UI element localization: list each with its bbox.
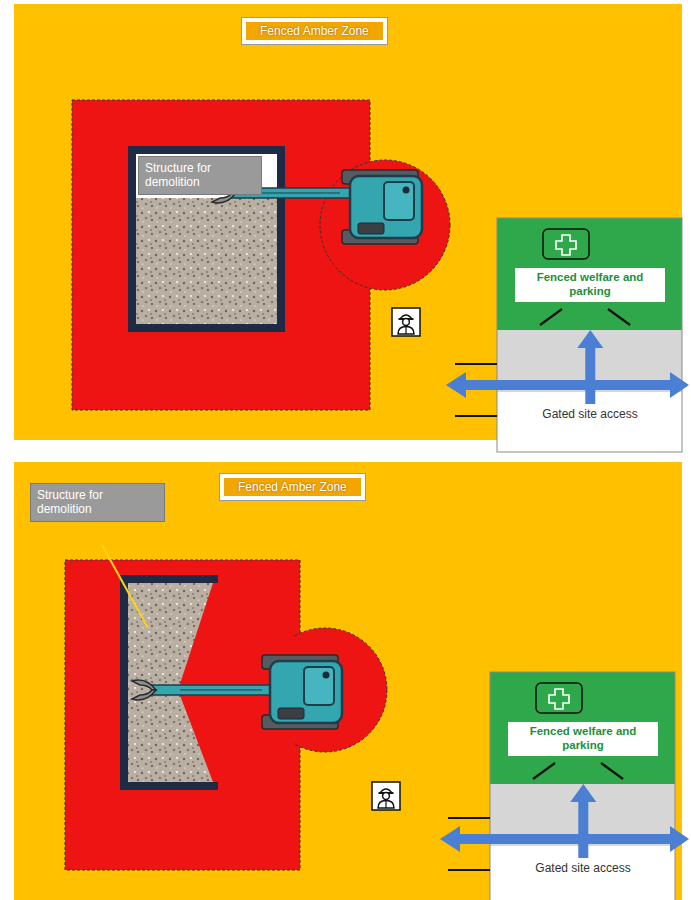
excavator: [132, 655, 342, 729]
amber-zone: Fenced Amber ZoneStructure for demolitio…: [14, 4, 682, 440]
worker-icon: [392, 308, 420, 336]
site-access-road: [440, 826, 689, 852]
excavator: [260, 193, 340, 194]
excavator: [152, 685, 270, 695]
leader-line: [102, 545, 148, 628]
worker-icon: [392, 308, 420, 336]
structure-block: [136, 154, 277, 198]
welfare-label: Fenced welfare and parking: [515, 268, 665, 302]
exclusion-zone: [72, 100, 450, 410]
gate-label: Gated site access: [535, 404, 645, 424]
gate-label: Gated site access: [528, 858, 638, 878]
excavator: [262, 655, 342, 729]
right-column: [455, 218, 682, 452]
right-column: [455, 218, 682, 452]
site-access-road: [440, 826, 689, 852]
welfare-area: Fenced welfare and parking: [497, 218, 682, 330]
site-access-road: [446, 372, 689, 398]
amber-zone: Fenced Amber ZoneStructure for demolitio…: [14, 462, 682, 900]
worker-icon: [372, 782, 400, 810]
zone-title: Fenced Amber Zone: [220, 474, 365, 500]
structure-block: [128, 583, 213, 782]
structure-block: [136, 198, 277, 324]
demolition-structure: Structure for demolition: [120, 575, 218, 790]
site-access-gate: Gated site access: [535, 404, 645, 424]
structure-block: [120, 575, 218, 790]
right-column: [448, 672, 675, 900]
structure-block: [128, 146, 285, 332]
exclusion-zone: [320, 160, 450, 290]
structure-label: Structure for demolition: [138, 156, 262, 195]
site-access-gate: Gated site access: [528, 858, 638, 878]
structure-block: [120, 575, 218, 790]
structure-block: [128, 146, 285, 332]
right-column: [448, 672, 675, 900]
excavator: [132, 680, 156, 690]
excavator: [132, 690, 156, 700]
welfare-label: Fenced welfare and parking: [508, 722, 658, 756]
site-access-road: [446, 372, 689, 398]
structure-label: Structure for demolition: [30, 483, 165, 522]
access-arrow: [570, 784, 596, 858]
access-arrow: [577, 330, 603, 404]
excavator: [180, 690, 262, 691]
excavator: [342, 170, 422, 244]
zone-title: Fenced Amber Zone: [242, 18, 387, 44]
demolition-structure: Structure for demolition: [128, 146, 285, 332]
welfare-area: Fenced welfare and parking: [490, 672, 675, 784]
leader-line: [102, 545, 148, 628]
exclusion-zone: [72, 100, 370, 410]
exclusion-zone: [65, 560, 387, 870]
worker-icon: [372, 782, 400, 810]
